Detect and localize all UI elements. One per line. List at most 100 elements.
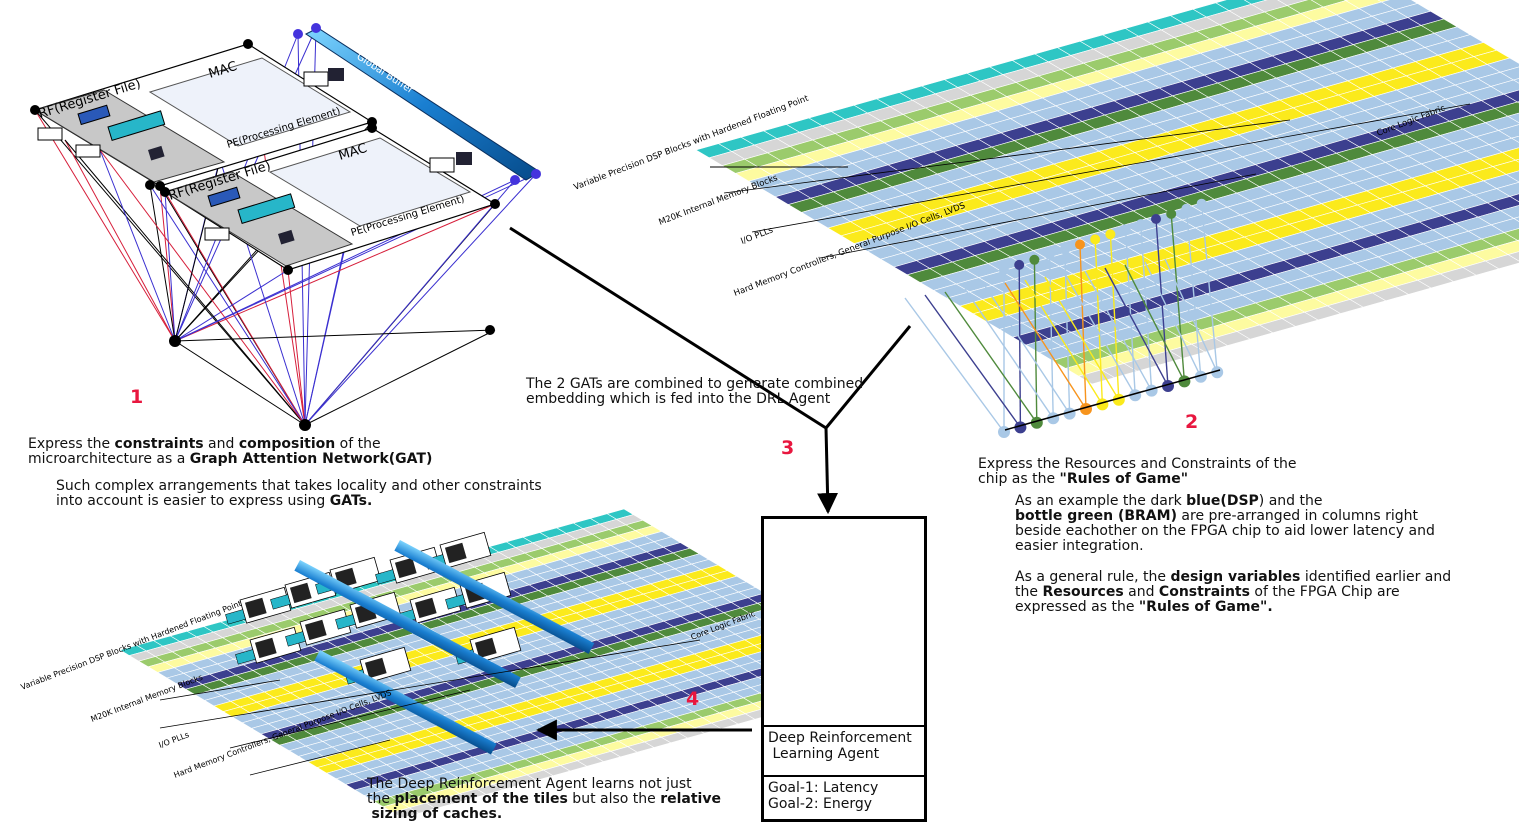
combine-t2: embedding which is fed into the DRL Agen… <box>526 391 830 407</box>
step-number-2: 2 <box>1185 411 1198 433</box>
gat-caption-t1: Express the <box>28 436 115 452</box>
step-number-4: 4 <box>686 688 699 710</box>
gen-t1c: identified earlier and <box>1300 569 1451 585</box>
gat-caption-t3: of the <box>335 436 380 452</box>
fabric2-top-node <box>1136 219 1146 229</box>
gat-node-bus <box>293 29 303 39</box>
gat-node <box>243 39 253 49</box>
agent-goal-2: Goal-2: Energy <box>768 796 872 812</box>
gat-node <box>490 199 500 209</box>
res-t2: chip as the <box>978 471 1060 487</box>
gat-node <box>160 187 170 197</box>
gat-bus-label: Global Buffer <box>354 51 416 96</box>
agent-goal-1: Goal-1: Latency <box>768 780 878 796</box>
res-b: "Rules of Game" <box>1060 471 1188 487</box>
learn-t2c: but also the <box>568 791 660 807</box>
gat-node <box>283 265 293 275</box>
gat-caption-t2: and <box>204 436 239 452</box>
gat-port-5 <box>430 158 454 172</box>
ex-t2c: are pre-arranged in columns right <box>1177 508 1418 524</box>
fabric2-top-node <box>1197 199 1207 209</box>
gat-node-bus <box>510 175 520 185</box>
gat-graph-1: RF(Register File) MAC PE(Processing Elem… <box>30 23 541 431</box>
gat-node-bus <box>531 169 541 179</box>
fabric2-top-node <box>1029 255 1039 265</box>
ex-t3: beside eachother on the FPGA chip to aid… <box>1015 523 1435 539</box>
gen-t2c: and <box>1124 584 1159 600</box>
fabric4-label-m20k: M20K Internal Memory Blocks <box>89 673 203 724</box>
learn-t2a: the <box>367 791 394 807</box>
gat-node <box>367 123 377 133</box>
agent-goals: Goal-1: Latency Goal-2: Energy <box>764 775 924 822</box>
fabric4-label-io-pll: I/O PLLs <box>157 730 190 750</box>
learn-t2d: relative <box>660 791 721 807</box>
learn-t3b: sizing of caches. <box>371 806 502 822</box>
gat-port-7 <box>205 228 229 240</box>
gen-t2a: the <box>1015 584 1042 600</box>
gat-port-1 <box>304 72 328 86</box>
gen-t2d: Constraints <box>1159 584 1250 600</box>
gat-edge <box>175 270 288 341</box>
fpga-fabric-2: Variable Precision DSP Blocks with Harde… <box>572 0 1519 438</box>
combine-caption: The 2 GATs are combined to generate comb… <box>526 377 863 407</box>
fabric2-label-m20k: M20K Internal Memory Blocks <box>657 173 779 228</box>
gat-edge <box>305 330 495 425</box>
gat-edge <box>175 341 305 425</box>
fabric2-top-node <box>1166 209 1176 219</box>
gen-t3a: expressed as the <box>1015 599 1139 615</box>
fabric2-top-node <box>999 265 1009 275</box>
learn-t2b: placement of the tiles <box>394 791 567 807</box>
fabric2-top-node <box>1060 245 1070 255</box>
fabric2-top-node <box>1014 260 1024 270</box>
gat-node <box>145 180 155 190</box>
gat-note-t1: Such complex arrangements that takes loc… <box>56 478 542 494</box>
fabric2-top-node <box>1045 250 1055 260</box>
drl-agent-box: Deep Reinforcement Learning Agent Goal-1… <box>761 516 927 822</box>
gat-node <box>485 325 495 335</box>
gen-t2e: of the FPGA Chip are <box>1250 584 1400 600</box>
learn-t1: The Deep Reinforcement Agent learns not … <box>367 776 692 792</box>
gen-t3b: "Rules of Game". <box>1139 599 1273 615</box>
ex-t1a: As an example the dark <box>1015 493 1186 509</box>
step-number-1: 1 <box>130 386 143 408</box>
gat-port-3 <box>38 128 62 140</box>
fabric2-bottom-node <box>998 426 1010 438</box>
gat-note-t2: into account is easier to express using <box>56 493 330 509</box>
fabric2-top-node <box>1121 224 1131 234</box>
combine-t1: The 2 GATs are combined to generate comb… <box>526 376 863 392</box>
fabric2-top-node <box>1105 229 1115 239</box>
general-rule-caption: As a general rule, the design variables … <box>1015 570 1451 615</box>
ex-t1b: blue(DSP <box>1186 493 1259 509</box>
gat-port-6 <box>456 152 472 165</box>
gat-node-bus <box>311 23 321 33</box>
fabric2-top-node <box>1151 214 1161 224</box>
step-number-3: 3 <box>781 437 794 459</box>
arrow-merge-to-agent <box>826 428 828 512</box>
gat-caption-b1: constraints <box>115 436 204 452</box>
gat-caption-t4: microarchitecture as a <box>28 451 190 467</box>
fabric2-top-node <box>1090 234 1100 244</box>
gen-t1b: design variables <box>1170 569 1300 585</box>
ex-t4: easier integration. <box>1015 538 1144 554</box>
gen-t1a: As a general rule, the <box>1015 569 1170 585</box>
resources-caption: Express the Resources and Constraints of… <box>978 457 1297 487</box>
ex-t1c: ) and the <box>1259 493 1323 509</box>
gat-edge <box>175 330 495 341</box>
gat-hub-node <box>299 419 311 431</box>
agent-name-2: Learning Agent <box>772 746 879 762</box>
agent-name-1: Deep Reinforcement <box>768 730 912 746</box>
fabric2-top-node <box>1075 240 1085 250</box>
fabric2-label-io-pll: I/O PLLs <box>739 225 775 247</box>
gat-caption: Express the constraints and composition … <box>28 437 432 467</box>
gat-port-4 <box>76 145 100 157</box>
gat-port-2 <box>328 68 344 81</box>
gat-note: Such complex arrangements that takes loc… <box>56 479 542 509</box>
gat-caption-b2: composition <box>239 436 335 452</box>
ex-t2b: bottle green (BRAM) <box>1015 508 1177 524</box>
gat-node <box>30 105 40 115</box>
example-caption: As an example the dark blue(DSP) and the… <box>1015 494 1435 554</box>
res-t1: Express the Resources and Constraints of… <box>978 456 1297 472</box>
gat-hub-node <box>169 335 181 347</box>
gat-note-b: GATs. <box>330 493 373 509</box>
